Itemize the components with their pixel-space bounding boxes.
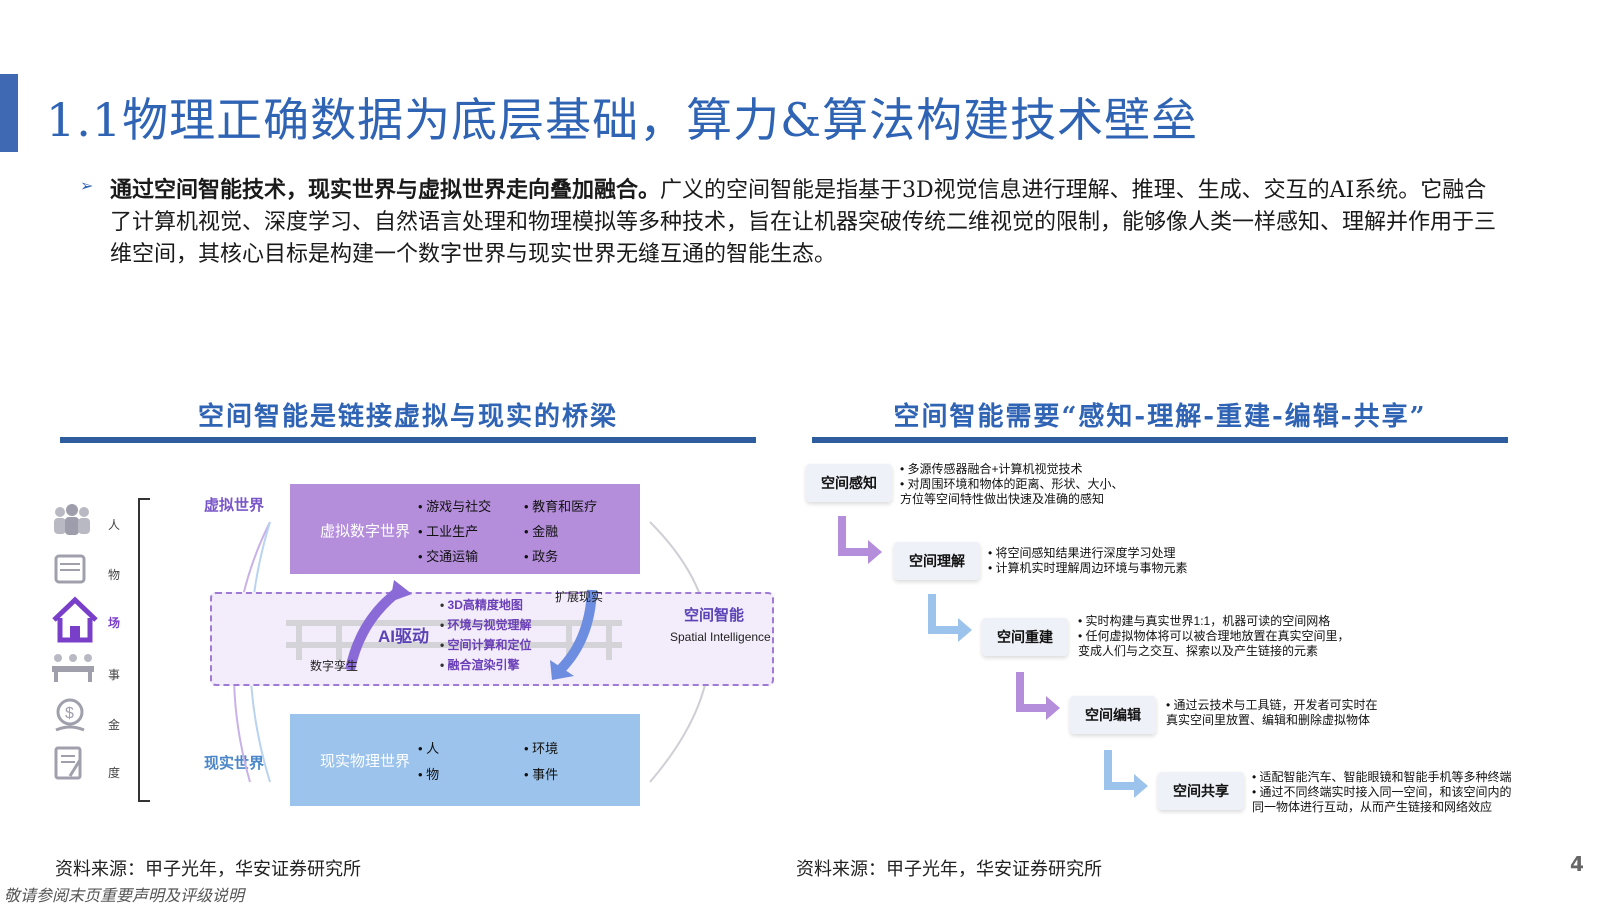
document-icon [50,744,100,784]
virtual-item: 工业生产 [418,521,478,540]
left-source-note: 资料来源：甲子光年，华安证券研究所 [55,859,361,880]
step-editing: 空间编辑 [1070,696,1156,734]
desc-line: 将空间感知结果进行深度学习处理 [988,546,1188,561]
virtual-item: 游戏与社交 [418,496,491,515]
spatial-intelligence-en: Spatial Intelligence [670,630,771,644]
virtual-item: 教育和医疗 [524,496,597,515]
disclaimer-footer: 敬请参阅末页重要声明及评级说明 [4,886,245,905]
bridge-diagram: 人 物 场 事 $ 金 度 虚拟世界 现实世界 虚拟数字世界 游戏与社交 教育和… [40,462,792,834]
step-perception: 空间感知 [806,464,892,502]
desc-line: 方位等空间特性做出快速及准确的感知 [900,492,1105,506]
intro-paragraph: 通过空间智能技术，现实世界与虚拟世界走向叠加融合。广义的空间智能是指基于3D视觉… [110,174,1505,271]
real-item: 事件 [524,764,558,783]
right-panel-title: 空间智能需要“感知-理解-重建-编辑-共享” [893,402,1427,432]
side-label-money: 金 [108,718,121,732]
intro-bold-text: 通过空间智能技术，现实世界与虚拟世界走向叠加融合。 [110,177,661,203]
virtual-box-heading: 虚拟数字世界 [320,523,411,540]
people-icon [50,502,100,542]
desc-line: 通过不同终端实时接入同一空间，和该空间内的 [1252,785,1512,800]
desc-line: 同一物体进行互动，从而产生链接和网络效应 [1252,800,1493,814]
real-box-heading: 现实物理世界 [320,753,411,770]
virtual-world-label: 虚拟世界 [204,497,265,514]
digital-twin-label: 数字孪生 [310,659,359,673]
house-icon [50,596,100,643]
side-label-degree: 度 [108,766,121,780]
middle-item: 空间计算和定位 [440,636,532,653]
bullet-arrow-icon: ➢ [80,176,94,195]
desc-line: 适配智能汽车、智能眼镜和智能手机等多种终端 [1252,770,1512,785]
ai-drive-label: AI驱动 [378,627,429,646]
real-physical-world-box: 现实物理世界 人 环境 物 事件 [290,714,640,806]
side-bracket [138,498,150,802]
side-label-event: 事 [108,668,121,682]
flow-arrows [345,580,597,680]
virtual-item: 交通运输 [418,546,478,565]
svg-text:$: $ [65,705,74,722]
desc-line: 实时构建与真实世界1:1，机器可读的空间网格 [1078,614,1350,629]
left-panel-underline [60,437,756,443]
virtual-item: 金融 [524,521,558,540]
title-accent-bar [0,74,18,152]
page-number: 4 [1570,852,1584,876]
desc-line: 变成人们与之交互、探索以及产生链接的元素 [1078,644,1319,658]
page-title: 1.1物理正确数据为底层基础，算力&算法构建技术壁垒 [46,93,1199,147]
right-panel-underline [812,437,1508,443]
real-world-label: 现实世界 [204,755,265,772]
step-reconstruction-desc: 实时构建与真实世界1:1，机器可读的空间网格 任何虚拟物体将可以被合理地放置在真… [1078,614,1350,659]
virtual-item: 政务 [524,546,558,565]
real-item: 人 [418,738,439,757]
right-source-note: 资料来源：甲子光年，华安证券研究所 [796,859,1102,880]
middle-item: 3D高精度地图 [440,596,523,613]
step-understanding: 空间理解 [894,542,980,580]
step-understanding-desc: 将空间感知结果进行深度学习处理 计算机实时理解周边环境与事物元素 [988,546,1188,576]
spatial-intelligence-cn: 空间智能 [684,607,745,624]
arrow-down-right-icon [1104,750,1148,798]
side-label-place: 场 [108,616,121,630]
left-panel-title: 空间智能是链接虚拟与现实的桥梁 [197,402,618,432]
desc-line: 任何虚拟物体将可以被合理地放置在真实空间里， [1078,629,1350,644]
desc-line: 多源传感器融合+计算机视觉技术 [900,462,1124,477]
spatial-pipeline-diagram: 空间感知 多源传感器融合+计算机视觉技术 对周围环境和物体的距离、形状、大小、 … [796,460,1556,820]
real-item: 物 [418,764,439,783]
desc-line: 通过云技术与工具链，开发者可实时在 [1166,698,1378,713]
middle-item: 融合渲染引擎 [440,656,520,673]
step-reconstruction: 空间重建 [982,618,1068,656]
step-perception-desc: 多源传感器融合+计算机视觉技术 对周围环境和物体的距离、形状、大小、 方位等空间… [900,462,1124,507]
desc-line: 真实空间里放置、编辑和删除虚拟物体 [1166,713,1371,727]
virtual-digital-world-box: 虚拟数字世界 游戏与社交 教育和医疗 工业生产 金融 交通运输 政务 [290,484,640,574]
step-sharing: 空间共享 [1158,772,1244,810]
extended-reality-label: 扩展现实 [555,590,604,604]
arrow-down-right-icon [1016,672,1060,720]
money-icon: $ [50,696,100,736]
real-item: 环境 [524,738,558,757]
arrow-down-right-icon [838,516,882,564]
side-label-thing: 物 [108,568,121,582]
step-sharing-desc: 适配智能汽车、智能眼镜和智能手机等多种终端 通过不同终端实时接入同一空间，和该空… [1252,770,1512,815]
side-label-person: 人 [108,518,121,532]
desc-line: 对周围环境和物体的距离、形状、大小、 [900,477,1124,492]
intro-body-text: 广义的空间智能是指基于3D视觉信息进行理解、推理、生成、交互的AI系统。它融合了… [110,178,1497,267]
box-icon [50,550,100,590]
arrow-down-right-icon [928,594,972,642]
middle-item: 环境与视觉理解 [440,616,532,633]
step-editing-desc: 通过云技术与工具链，开发者可实时在 真实空间里放置、编辑和删除虚拟物体 [1166,698,1378,728]
meeting-icon [50,650,100,690]
desc-line: 计算机实时理解周边环境与事物元素 [988,561,1188,576]
